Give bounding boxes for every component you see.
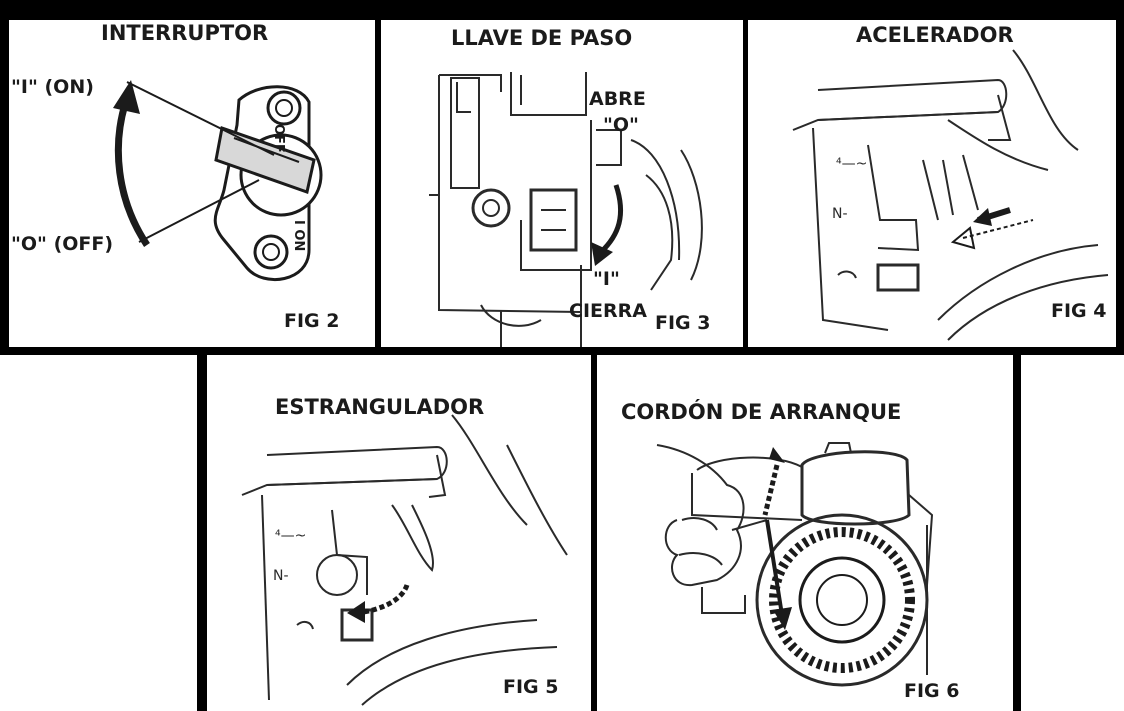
choke-illustration: ⁴—~ N-	[241, 414, 568, 706]
svg-text:N-: N-	[273, 568, 289, 584]
panel-cordon-de-arranque: CORDÓN DE ARRANQUE FIG 6	[597, 355, 1013, 711]
throttle-illustration: ⁴—~ N-	[792, 49, 1109, 341]
figure-number: FIG 6	[904, 680, 960, 702]
switch-illustration	[113, 80, 323, 282]
figure-number: FIG 3	[655, 312, 711, 334]
frame-bottom-right-block	[1013, 347, 1021, 711]
svg-text:⁴—~: ⁴—~	[275, 528, 306, 544]
panel-title: LLAVE DE PASO	[451, 26, 633, 50]
frame-divider-1	[375, 20, 381, 347]
panel-acelerador: ⁴—~ N- ACELERADOR FIG 4	[748, 20, 1116, 347]
panel-title: ESTRANGULADOR	[275, 395, 485, 419]
figure-number: FIG 2	[284, 310, 340, 332]
label-on: "I" (ON)	[11, 76, 94, 98]
frame-middle-band	[0, 347, 1124, 355]
figure-number: FIG 4	[1051, 300, 1107, 322]
svg-text:N-: N-	[832, 206, 848, 222]
frame-top	[0, 0, 1124, 20]
open-label-line2: "O"	[603, 114, 639, 136]
panel-estrangulador: ⁴—~ N- ESTRANGULADOR FIG 5	[207, 355, 591, 711]
frame-divider-2	[743, 20, 748, 347]
figure-number: FIG 5	[503, 676, 559, 698]
label-off: "O" (OFF)	[11, 233, 114, 255]
starter-cord-illustration	[656, 442, 934, 687]
frame-left-top	[0, 0, 9, 355]
frame-divider-3	[591, 355, 597, 711]
panel-interruptor: INTERRUPTOR "I" (ON) "O" (OFF) OFF I ON …	[9, 20, 375, 347]
switch-on-marking: I ON	[291, 220, 306, 252]
panel-title: CORDÓN DE ARRANQUE	[621, 400, 902, 424]
panel-llave-de-paso: LLAVE DE PASO ABRE "O" "I" CIERRA FIG 3	[381, 20, 743, 347]
fuel-valve-illustration	[429, 72, 703, 347]
panel-title: INTERRUPTOR	[101, 21, 269, 45]
close-label-line1: "I"	[593, 268, 620, 290]
frame-right-top	[1116, 0, 1124, 352]
close-label-line2: CIERRA	[569, 300, 647, 322]
svg-text:⁴—~: ⁴—~	[836, 156, 867, 172]
panel-title: ACELERADOR	[856, 23, 1014, 47]
switch-off-marking: OFF	[271, 124, 286, 153]
open-label-line1: ABRE	[589, 88, 646, 110]
frame-bottom-left-block	[197, 347, 207, 711]
